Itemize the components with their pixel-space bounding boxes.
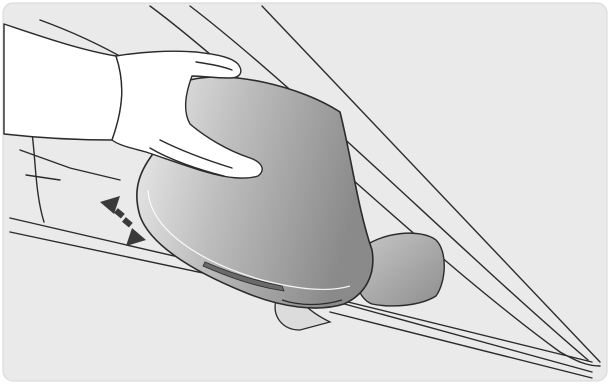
illustration-canvas bbox=[0, 0, 610, 384]
mirror-folding-illustration bbox=[0, 0, 610, 384]
